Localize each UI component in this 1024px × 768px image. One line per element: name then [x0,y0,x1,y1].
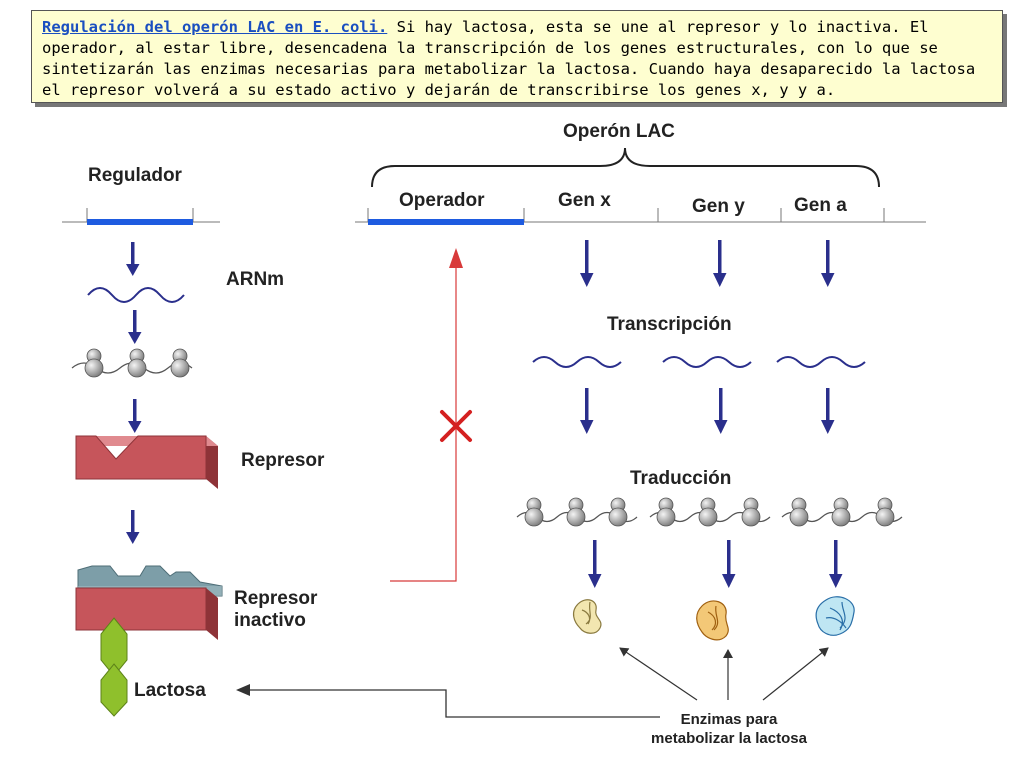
repressor-shape [75,435,218,489]
enzyme-x [572,599,602,634]
arrow-geny-1 [713,240,727,287]
arrow-genx-1 [580,240,594,287]
lactose-pointer [236,684,660,718]
inactive-repressor-line2: inactivo [234,610,306,631]
caption-body: Si hay lactosa, esta se une al represor … [42,18,976,99]
operon-dna [355,208,926,225]
mrna-gen-y [662,356,752,368]
enzyme-y [696,600,729,641]
ribosomes-translation [516,497,903,527]
arnm-label: ARNm [226,269,285,290]
repressor-label: Represor [241,450,325,471]
arrow-reg-2 [128,310,142,344]
mrna-waves [87,287,866,368]
mrna-gen-x [532,356,622,368]
enzyme-a [815,596,855,636]
ribosomes-regulator [71,348,193,378]
arrow-gena-3 [829,540,843,588]
arrow-reg-1 [126,242,140,276]
enzyme-pointers [619,647,829,701]
enzymes-line2: metabolizar la lactosa [651,730,807,747]
gen-y-label: Gen y [692,196,745,217]
enzymes-label: Enzimas para metabolizar la lactosa [620,710,838,748]
block-path [390,248,463,582]
arrow-geny-2 [714,388,728,434]
transcription-label: Transcripción [607,314,732,335]
arrow-genx-3 [588,540,602,588]
enzymes-line1: Enzimas para [680,711,778,728]
caption-box: Regulación del operón LAC en E. coli. Si… [31,10,1003,103]
lactose-label: Lactosa [134,680,206,701]
regulator-label: Regulador [88,165,182,186]
lactose-molecules [100,617,128,717]
arrow-reg-3 [128,399,142,433]
gen-a-label: Gen a [794,195,847,216]
mrna-gen-a [776,356,866,368]
inactive-repressor-label: Represor inactivo [234,588,317,632]
enzymes [572,596,855,641]
regulator-gene [62,208,220,225]
mrna-regulator [87,287,185,303]
arrow-genx-2 [580,388,594,434]
gen-x-label: Gen x [558,190,611,211]
caption-title: Regulación del operón LAC en E. coli. [42,18,388,36]
inactive-repressor [75,565,223,640]
operator-label: Operador [399,190,485,211]
blocked-x-mark [440,410,472,442]
arrow-reg-4 [126,510,140,544]
operator-bar [368,219,524,225]
operon-label: Operón LAC [563,121,675,142]
arrow-gena-1 [821,240,835,287]
down-arrows [126,240,843,588]
inactive-repressor-line1: Represor [234,588,318,609]
translation-label: Traducción [630,468,732,489]
arrow-geny-3 [722,540,736,588]
operon-brace [371,147,880,188]
arrow-gena-2 [821,388,835,434]
